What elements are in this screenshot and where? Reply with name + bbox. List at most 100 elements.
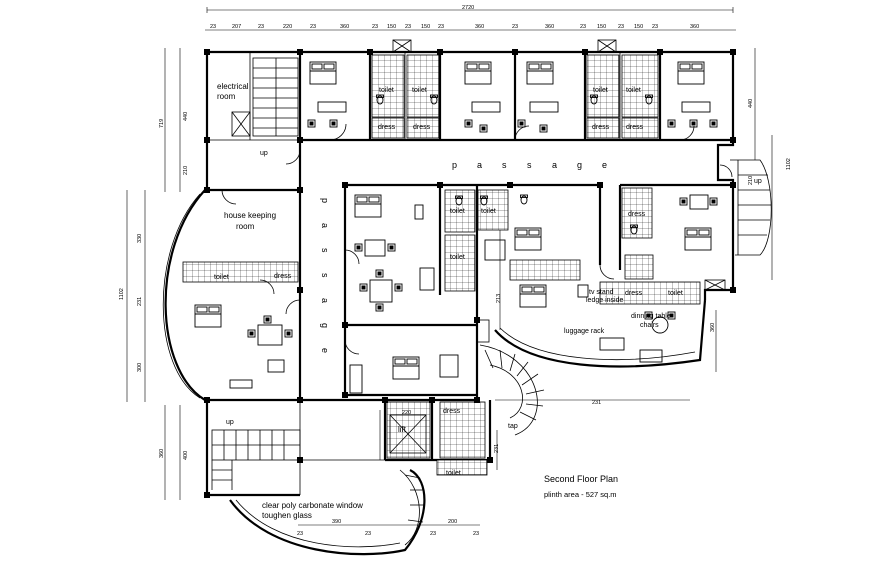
toilet-label: toilet [481, 208, 496, 215]
center-213-dimension: 213 [496, 294, 502, 303]
passage-letter: g [577, 160, 582, 170]
top-segment-dimension: 23 [580, 24, 586, 30]
top-segment-dimensions: 23 207 23 220 23 360 23 150 23 150 23 360 23 360 23 150… [210, 24, 699, 30]
mid-231-dimension: 231 [494, 444, 500, 453]
left-mid-dimension: 330 [137, 234, 143, 243]
top-segment-dimension: 23 [652, 24, 658, 30]
room-labels: electrical room house keeping room lift … [214, 82, 762, 520]
passage-letter: s [527, 160, 532, 170]
drawing-title: Second Floor Plan [544, 474, 618, 484]
left-mid-dimension: 231 [137, 297, 143, 306]
left-top-dimension: 210 [183, 166, 189, 175]
house-keeping-label-line2: room [236, 222, 255, 231]
right-top-dimension: 210 [748, 176, 754, 185]
lift-dimension: 220 [402, 410, 411, 416]
doors [221, 39, 733, 355]
top-segment-dimension: 23 [405, 24, 411, 30]
toilet-label: toilet [450, 254, 465, 261]
passage-letter: g [320, 323, 330, 328]
top-segment-dimension: 360 [340, 24, 349, 30]
furniture [194, 61, 718, 394]
lift-shaft [389, 414, 427, 454]
top-segment-dimension: 23 [310, 24, 316, 30]
dress-label: dress [413, 124, 431, 131]
dress-label: dress [626, 124, 644, 131]
glass-note-line2: toughen glass [262, 511, 312, 520]
passage-letter: p [320, 198, 330, 203]
tap-label: tap [508, 423, 518, 430]
toilet-label: toilet [668, 290, 683, 297]
house-keeping-label-line1: house keeping [224, 211, 276, 220]
luggage-rack-label: luggage rack [564, 328, 605, 335]
toilet-label: toilet [593, 87, 608, 94]
dining-table-label: dinning table [631, 313, 671, 320]
bottom-dimension: 23 [473, 531, 479, 537]
dress-label: dress [592, 124, 610, 131]
tiled-wet-areas [182, 54, 701, 476]
left-bottom-total-dimension: 360 [159, 449, 165, 458]
left-bottom-dimension: 400 [183, 451, 189, 460]
dimension-lines [126, 7, 773, 526]
top-room-partitions [249, 52, 662, 140]
left-total-top-dimension: 719 [159, 119, 165, 128]
tv-stand-label: tv stand [589, 289, 614, 296]
glass-note-line1: clear poly carbonate window [262, 501, 363, 510]
left-outer-dimension: 1102 [119, 288, 125, 300]
toilet-label: toilet [412, 87, 427, 94]
stair-up-label-right: up [754, 178, 762, 185]
top-segment-dimension: 360 [475, 24, 484, 30]
passage-letter: a [552, 160, 557, 170]
passage-letter: e [602, 160, 607, 170]
bottom-dimension: 390 [332, 519, 341, 525]
passage-letter: s [320, 273, 330, 278]
passage-letter: a [477, 160, 482, 170]
top-segment-dimension: 150 [421, 24, 430, 30]
left-top-dimension: 440 [183, 112, 189, 121]
dress-label: dress [378, 124, 396, 131]
dimension-texts: 2720 23 207 23 220 23 360 23 150 23 150 23 360 23 360… [119, 5, 792, 537]
dress-label: dress [625, 290, 643, 297]
bottom-dimension: 23 [297, 531, 303, 537]
right-outer-dimension: 1102 [786, 158, 792, 170]
overall-width-dimension: 2720 [462, 5, 474, 11]
left-mid-dimension: 300 [137, 363, 143, 372]
electrical-room-label-line2: room [217, 92, 236, 101]
bottom-dimension: 23 [430, 531, 436, 537]
passage-letter: a [320, 298, 330, 303]
top-segment-dimension: 23 [372, 24, 378, 30]
top-segment-dimension: 150 [634, 24, 643, 30]
toilet-label: toilet [446, 470, 461, 477]
dress-label: dress [628, 211, 646, 218]
top-segment-dimension: 23 [210, 24, 216, 30]
dress-label: dress [443, 408, 461, 415]
passage-letter: e [320, 348, 330, 353]
staircases [211, 57, 772, 546]
chairs-label: chairs [640, 322, 659, 329]
top-segment-dimension: 220 [283, 24, 292, 30]
top-segment-dimension: 23 [258, 24, 264, 30]
top-segment-dimension: 23 [618, 24, 624, 30]
passage-letter: p [452, 160, 457, 170]
top-segment-dimension: 150 [387, 24, 396, 30]
toilet-label: toilet [379, 87, 394, 94]
top-segment-dimension: 360 [690, 24, 699, 30]
electrical-room-label-line1: electrical [217, 82, 249, 91]
top-segment-dimension: 360 [545, 24, 554, 30]
top-segment-dimension: 23 [512, 24, 518, 30]
toilet-label: toilet [626, 87, 641, 94]
stair-up-label-top: up [260, 150, 268, 157]
bottom-dimension: 23 [365, 531, 371, 537]
right-outer-mid-dimension: 360 [710, 323, 716, 332]
top-segment-dimension: 23 [438, 24, 444, 30]
dress-label: dress [274, 273, 292, 280]
ledge-inside-label: ledge inside [586, 297, 623, 304]
toilet-label: toilet [214, 274, 229, 281]
stair-up-label-bottom: up [226, 419, 234, 426]
passage-letter: s [320, 248, 330, 253]
top-segment-dimension: 207 [232, 24, 241, 30]
plinth-area-note: plinth area - 527 sq.m [544, 490, 617, 499]
top-segment-dimension: 150 [597, 24, 606, 30]
